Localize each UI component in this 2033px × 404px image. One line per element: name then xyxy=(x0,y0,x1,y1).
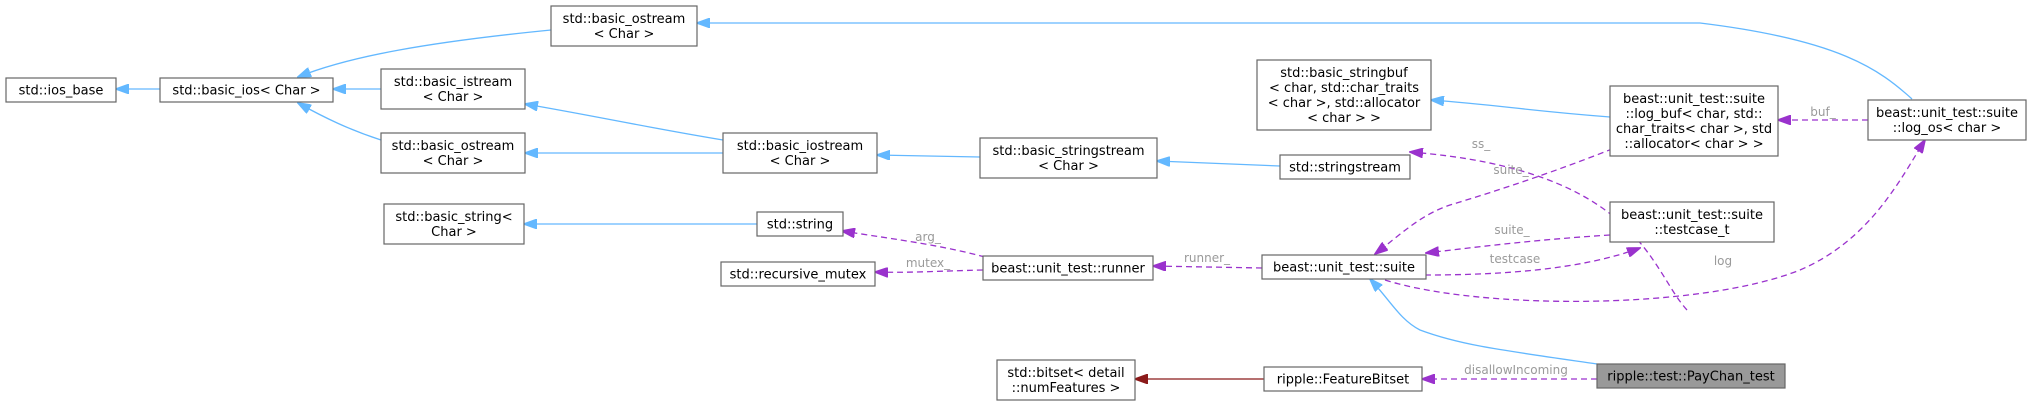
nodes: std::ios_base std::basic_ios< Char > std… xyxy=(5,5,2027,401)
node-label-line: beast::unit_test::suite xyxy=(1621,208,1763,223)
node-basic-stringbuf[interactable]: std::basic_stringbuf< char, std::char_tr… xyxy=(1256,59,1432,131)
node-label-line: std::basic_stringbuf xyxy=(1280,66,1408,81)
node-ios-base[interactable]: std::ios_base xyxy=(5,77,117,103)
node-runner[interactable]: beast::unit_test::runner xyxy=(982,255,1154,281)
edge-label-arg: arg_ xyxy=(915,230,942,244)
edge-label-suite-a: suite_ xyxy=(1493,163,1529,177)
node-label-line: std::basic_ostream xyxy=(392,139,515,154)
node-label-line: std::basic_ios< Char > xyxy=(172,84,320,99)
node-label-line: std::string xyxy=(767,218,833,233)
node-bitset[interactable]: std::bitset< detail::numFeatures > xyxy=(996,359,1136,401)
edge-label-runner: runner_ xyxy=(1184,251,1231,265)
node-recursive-mutex[interactable]: std::recursive_mutex xyxy=(720,261,876,287)
node-basic-stringstream[interactable]: std::basic_stringstream< Char > xyxy=(979,137,1158,179)
edge-label-log: log xyxy=(1714,254,1732,268)
node-string[interactable]: std::string xyxy=(756,211,844,237)
node-label-line: < Char > xyxy=(423,154,484,169)
node-feature-bitset[interactable]: ripple::FeatureBitset xyxy=(1263,366,1423,392)
node-label-line: < Char > xyxy=(770,154,831,169)
node-log-buf[interactable]: beast::unit_test::suite::log_buf< char, … xyxy=(1609,85,1779,157)
edge-usage-runner xyxy=(1153,266,1263,268)
node-label-line: beast::unit_test::suite xyxy=(1876,106,2018,121)
edges xyxy=(116,23,1925,379)
edge-stringstream-to-basic-stringstream xyxy=(1157,161,1281,167)
edge-log-buf-to-basic-stringbuf xyxy=(1431,100,1611,118)
node-label-line: < char, std::char_traits xyxy=(1269,81,1419,96)
node-paychan-test[interactable]: ripple::test::PayChan_test xyxy=(1596,363,1786,389)
node-testcase-t[interactable]: beast::unit_test::suite::testcase_t xyxy=(1609,201,1775,243)
edge-label-testcase: testcase xyxy=(1490,252,1541,266)
edge-usage-ss xyxy=(1410,152,1688,311)
node-label-line: < char > > xyxy=(1307,111,1381,126)
edge-usage-suite-a xyxy=(1375,144,1623,254)
node-label-line: std::basic_istream xyxy=(394,75,512,90)
edge-iostream-to-istream xyxy=(525,104,724,141)
edge-usage-suite-b xyxy=(1426,234,1611,253)
node-label-line: std::basic_string< xyxy=(395,210,512,225)
node-label-line: < Char > xyxy=(594,27,655,42)
edge-ostream-top-to-basic-ios xyxy=(298,29,552,77)
node-log-os[interactable]: beast::unit_test::suite::log_os< char > xyxy=(1867,99,2027,141)
node-label-line: std::bitset< detail xyxy=(1007,366,1124,381)
edge-label-mutex: mutex_ xyxy=(906,256,951,270)
node-label-line: ripple::FeatureBitset xyxy=(1277,373,1409,388)
node-label-line: ::numFeatures > xyxy=(1012,381,1121,396)
edge-usage-arg xyxy=(842,231,986,258)
edge-ostream-mid-to-basic-ios xyxy=(298,103,382,141)
node-label-line: std::basic_ostream xyxy=(563,12,686,27)
node-label-line: beast::unit_test::suite xyxy=(1273,261,1415,276)
node-label-line: std::stringstream xyxy=(1289,161,1401,176)
node-label-line: ::log_os< char > xyxy=(1893,121,2002,136)
edge-usage-testcase xyxy=(1424,248,1640,276)
edge-labels: ss_ suite_ suite_ testcase log buf_ arg_… xyxy=(906,105,1837,377)
edge-paychan-to-suite xyxy=(1370,279,1598,365)
node-label-line: ::allocator< char > > xyxy=(1624,137,1763,152)
node-label-line: < Char > xyxy=(1038,159,1099,174)
node-basic-string[interactable]: std::basic_string<Char > xyxy=(383,203,525,245)
node-label-line: < Char > xyxy=(423,90,484,105)
node-basic-ostream-top[interactable]: std::basic_ostream< Char > xyxy=(550,5,698,47)
node-basic-istream[interactable]: std::basic_istream< Char > xyxy=(380,68,526,110)
node-label-line: ripple::test::PayChan_test xyxy=(1607,370,1774,385)
edge-log-os-to-ostream-top xyxy=(697,23,1913,100)
edge-label-buf: buf_ xyxy=(1810,105,1836,119)
edge-stringstream-basic-to-iostream xyxy=(877,155,981,157)
node-label-line: ::log_buf< char, std:: xyxy=(1625,107,1762,122)
node-basic-ios[interactable]: std::basic_ios< Char > xyxy=(159,77,334,103)
node-label-line: std::recursive_mutex xyxy=(730,268,867,283)
node-label-line: < char >, std::allocator xyxy=(1268,96,1421,111)
edge-label-disallow: disallowIncoming xyxy=(1464,363,1568,377)
node-label-line: char_traits< char >, std xyxy=(1616,122,1772,137)
node-label-line: std::basic_stringstream xyxy=(992,144,1144,159)
edge-label-suite-b: suite_ xyxy=(1494,223,1530,237)
edge-label-ss: ss_ xyxy=(1472,137,1492,151)
node-label-line: beast::unit_test::runner xyxy=(991,262,1145,277)
edge-usage-mutex xyxy=(875,270,984,272)
node-label-line: Char > xyxy=(431,225,477,240)
edge-usage-log xyxy=(1384,140,1925,303)
node-label-line: std::basic_iostream xyxy=(737,139,863,154)
node-stringstream[interactable]: std::stringstream xyxy=(1279,154,1411,180)
node-label-line: std::ios_base xyxy=(19,84,104,99)
node-label-line: ::testcase_t xyxy=(1654,223,1729,238)
node-label-line: beast::unit_test::suite xyxy=(1623,92,1765,107)
node-suite[interactable]: beast::unit_test::suite xyxy=(1261,254,1427,280)
node-basic-iostream[interactable]: std::basic_iostream< Char > xyxy=(722,132,878,174)
node-basic-ostream-mid[interactable]: std::basic_ostream< Char > xyxy=(380,132,526,174)
